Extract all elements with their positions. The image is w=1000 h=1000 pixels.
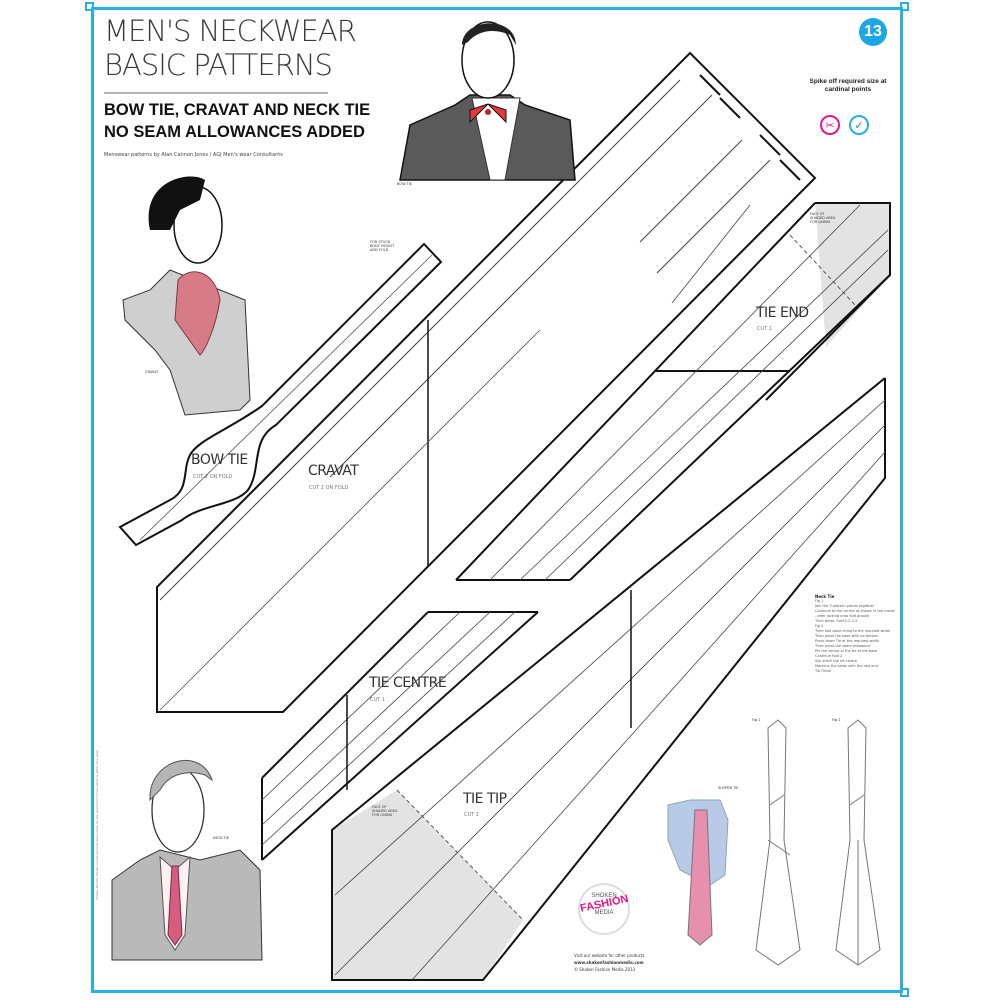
cravat-figure-label: CRAVAT — [145, 370, 159, 374]
page-frame — [91, 7, 903, 993]
slipper-tie-illustration — [667, 799, 729, 946]
instructions-title: Neck Tie — [815, 594, 835, 599]
diagram-fig1-label: Fig 1 — [752, 718, 761, 722]
spike-note: Spike off required size at cardinal poin… — [809, 78, 887, 93]
bow-tie-piece — [118, 242, 443, 547]
neck-tie-man-illustration — [111, 759, 263, 961]
diagram-fig2-label: Fig 2 — [832, 718, 841, 722]
slipper-tie-label: SLIPPER TIE — [718, 786, 739, 790]
publisher-logo: SHOKEN FASHION MEDIA — [578, 883, 630, 935]
fig2-line: Machine the seam with the raw end — [815, 664, 878, 668]
tie-tip-cut-instruction: CUT 1 — [464, 812, 479, 818]
tie-end-piece-name: TIE END — [756, 305, 809, 321]
credit-text: Menswear patterns by Alan Cannon Jones /… — [104, 152, 283, 158]
tie-centre-piece — [261, 611, 539, 861]
footer: Visit our website for other products www… — [574, 952, 645, 973]
tie-centre-piece-name: TIE CENTRE — [369, 675, 447, 691]
frame-corner-icon — [85, 2, 909, 997]
title-divider — [104, 92, 328, 94]
page-number-badge: 13 — [859, 18, 887, 46]
title-line-2: BASIC PATTERNS — [104, 48, 333, 82]
fig2-line: Tip Finish — [815, 669, 832, 673]
tie-centre-cut-instruction: CUT 1 — [370, 697, 385, 703]
tie-tip-piece-name: TIE TIP — [463, 791, 507, 807]
tie-end-cut-instruction: CUT 1 — [757, 326, 772, 332]
tie-tip-facing-note: FACE OF SHADED AREA FOR LINING — [372, 805, 398, 817]
cravat-piece-name: CRAVAT — [308, 463, 359, 479]
fig2-line: Slip stitch the tie centre — [815, 659, 857, 663]
footer-url[interactable]: www.shakenfashionmedia.com — [574, 960, 644, 965]
logo-line-3: MEDIA — [594, 910, 614, 916]
fig2-line: Then fold point lining to the required w… — [815, 629, 891, 633]
title-line-1: MEN'S NECKWEAR — [104, 14, 357, 48]
bow-tie-cut-instruction: CUT 2 ON FOLD — [193, 474, 233, 480]
stock-note: FOR STOCK BODY HEIGHT ADD FOLD — [370, 240, 395, 252]
fig2-line: Press down Tie at the required width — [815, 639, 880, 643]
page-title: MEN'S NECKWEAR BASIC PATTERNS — [104, 14, 357, 82]
tie-tip-piece — [331, 377, 886, 981]
cravat-man-illustration — [122, 176, 251, 416]
page-subtitle: BOW TIE, CRAVAT AND NECK TIE NO SEAM ALL… — [104, 99, 370, 143]
pin-check-icon: ✓ — [849, 115, 869, 135]
tie-folding-diagrams — [755, 719, 881, 966]
fig1-label: Fig 1 — [815, 599, 824, 603]
cravat-cut-instruction: CUT 2 ON FOLD — [309, 485, 349, 491]
fig2-line: Then press the base with no tension — [815, 634, 879, 638]
cravat-piece — [156, 51, 817, 713]
fig2-line: Pin the centre of the tie at the base — [815, 649, 878, 653]
bow-tie-figure-label: BOW TIE — [397, 182, 413, 186]
neck-tie-figure-label: NECK TIE — [213, 836, 230, 840]
fig2-line: Continue Fold 2 — [815, 654, 843, 658]
tie-end-piece — [455, 202, 891, 581]
footer-visit: Visit our website for other products — [574, 953, 645, 958]
fig2-line: Then press the seam allowance — [815, 644, 871, 648]
subtitle-line-2: NO SEAM ALLOWANCES ADDED — [104, 123, 365, 141]
fig1-line: Join the 3 pattern pieces together — [815, 604, 875, 608]
footer-copyright: © Shaken Fashion Media 2013 — [574, 967, 636, 972]
instructions-block: Neck Tie Fig 1 Join the 3 pattern pieces… — [815, 594, 895, 674]
subtitle-line-1: BOW TIE, CRAVAT AND NECK TIE — [104, 101, 371, 119]
no-scissors-icon: ✂ — [820, 115, 840, 135]
logo-line-1: SHOKEN — [591, 893, 617, 899]
fig1-line: Continue to the centre as shown in the i… — [815, 609, 895, 618]
bow-tie-man-illustration — [399, 21, 576, 181]
tie-end-facing-note: FACE OF SHADED AREA FOR LINING — [810, 212, 836, 224]
side-disclaimer: Shaken Fashion Media cannot be held resp… — [95, 750, 99, 900]
fig2-label: Fig 2 — [815, 624, 824, 628]
bow-tie-piece-name: BOW TIE — [191, 452, 248, 468]
fig1-line: Then press. Fold 2-2-2-2 — [815, 619, 858, 623]
